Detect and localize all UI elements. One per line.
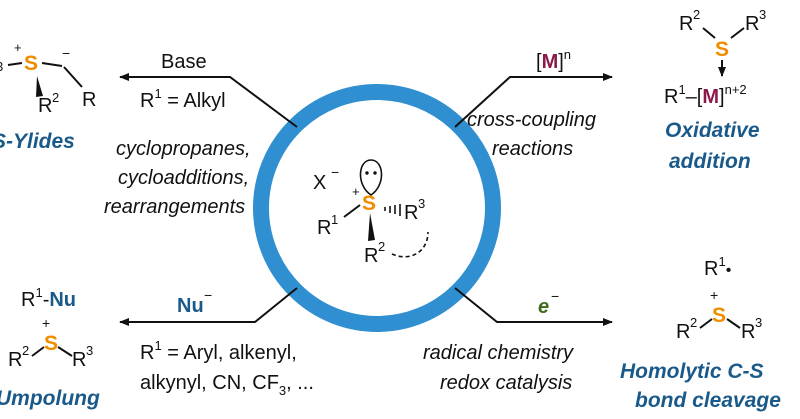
- arrow-top-right: [454, 73, 613, 128]
- ylide-r2-sup: 2: [52, 90, 59, 105]
- hom-r2: R: [676, 321, 690, 343]
- lone-pair-dot-2: [373, 171, 377, 175]
- central-sulfonium: X − + S R 1 R 2 R 3: [313, 159, 429, 267]
- counterion-charge: −: [331, 164, 339, 180]
- title-homolytic: Homolytic C-S: [620, 360, 764, 383]
- app-cycloadditions: cycloadditions,: [118, 167, 249, 189]
- app-radical-chemistry: radical chemistry: [423, 342, 574, 364]
- ylide-bond-r3: [7, 62, 23, 66]
- app-rearrangements: rearrangements: [104, 196, 245, 218]
- ylide-sulfur: S: [24, 52, 38, 75]
- ylide-wedge: [36, 76, 43, 97]
- optional-ring-closure: [391, 231, 429, 258]
- oa-r3-sup: 3: [759, 7, 766, 22]
- hom-plus: +: [710, 287, 718, 303]
- lone-pair-orbital: [359, 159, 383, 196]
- ylide-bond-c: [41, 62, 63, 67]
- condition-r1-alkyl: R1 = Alkyl: [140, 86, 226, 112]
- hom-r2-sup: 2: [690, 315, 697, 330]
- ump-plus: +: [42, 315, 50, 331]
- wedge-bond-r2: [368, 213, 375, 241]
- ump-bond-r2: [31, 346, 45, 357]
- oa-bond-r2: [702, 27, 716, 39]
- reagent-nucleophile: Nu: [177, 295, 204, 317]
- center-ring: [253, 84, 501, 332]
- ump-r3-sup: 3: [86, 343, 93, 358]
- condition-r1-aryl: R1 = Aryl, alkenyl,: [140, 338, 297, 364]
- ylide-r: R: [82, 89, 96, 111]
- ylide-bond-r: [63, 66, 83, 88]
- ump-sulfur: S: [44, 332, 58, 355]
- oa-complex: R1–[M]n+2: [664, 82, 747, 108]
- branch-homolytic: e − radical chemistry redox catalysis Ho…: [423, 254, 781, 412]
- ump-r2-sup: 2: [22, 343, 29, 358]
- r3-label: R: [404, 202, 418, 224]
- branch-umpolung: Nu − R1 = Aryl, alkenyl, alkynyl, CN, CF…: [0, 285, 314, 410]
- hom-sulfur: S: [712, 304, 726, 327]
- ump-product: R1-Nu: [21, 285, 76, 311]
- sulfur-charge: +: [352, 184, 360, 199]
- title-oxidative: Oxidative: [665, 119, 760, 142]
- ylide-r3-partial: 3: [0, 59, 3, 74]
- hom-bond-r2: [699, 318, 713, 329]
- oa-r2: R: [679, 13, 693, 35]
- hashed-bond-r3: [384, 204, 401, 216]
- oa-bond-r3: [730, 27, 745, 39]
- title-umpolung: Umpolung: [0, 387, 100, 410]
- r3-sup: 3: [418, 196, 425, 211]
- arrow-top-left: [119, 73, 298, 128]
- reagent-base: Base: [161, 51, 207, 73]
- app-redox-catalysis: redox catalysis: [440, 372, 572, 394]
- title-addition: addition: [669, 150, 751, 173]
- title-bond-cleavage: bond cleavage: [635, 389, 781, 412]
- oa-r3: R: [745, 13, 759, 35]
- oa-sulfur: S: [715, 38, 729, 61]
- hom-r3: R: [741, 321, 755, 343]
- app-reactions: reactions: [492, 138, 573, 160]
- ylide-carbanion: −: [62, 45, 70, 61]
- sulfur-atom: S: [362, 192, 376, 215]
- counterion: X: [313, 172, 326, 194]
- ump-bond-r3: [57, 346, 73, 357]
- arrow-bottom-left: [119, 287, 298, 326]
- bond-s-r1: [343, 204, 361, 218]
- ylide-plus: +: [14, 40, 22, 55]
- arrow-bottom-right: [454, 287, 613, 326]
- branch-ylides: Base R1 = Alkyl cyclopropanes, cycloaddi…: [0, 40, 251, 218]
- hom-bond-r3: [726, 318, 741, 329]
- reagent-nu-charge: −: [204, 287, 212, 303]
- ylide-r2: R: [38, 95, 52, 117]
- oa-r2-sup: 2: [693, 7, 700, 22]
- reagent-e-charge: −: [551, 288, 559, 304]
- app-cross-coupling: cross-coupling: [467, 109, 596, 131]
- lone-pair-dot-1: [365, 171, 369, 175]
- condition-alkynyl: alkynyl, CN, CF3, ...: [140, 372, 314, 398]
- app-cyclopropanes: cyclopropanes,: [116, 138, 251, 160]
- ump-r3: R: [72, 349, 86, 371]
- r1-sup: 1: [331, 212, 338, 227]
- r1-label: R: [317, 217, 331, 239]
- hom-radical: R1•: [704, 254, 731, 280]
- ump-r2: R: [8, 349, 22, 371]
- title-ylides: S-Ylides: [0, 130, 75, 153]
- branch-oxidative-addition: [M]n cross-coupling reactions Oxidative …: [467, 7, 766, 173]
- reagent-electron: e: [538, 296, 549, 318]
- reagent-metal: [M]n: [536, 47, 571, 73]
- r2-sup: 2: [378, 239, 385, 254]
- r2-label: R: [364, 245, 378, 267]
- hom-r3-sup: 3: [755, 315, 762, 330]
